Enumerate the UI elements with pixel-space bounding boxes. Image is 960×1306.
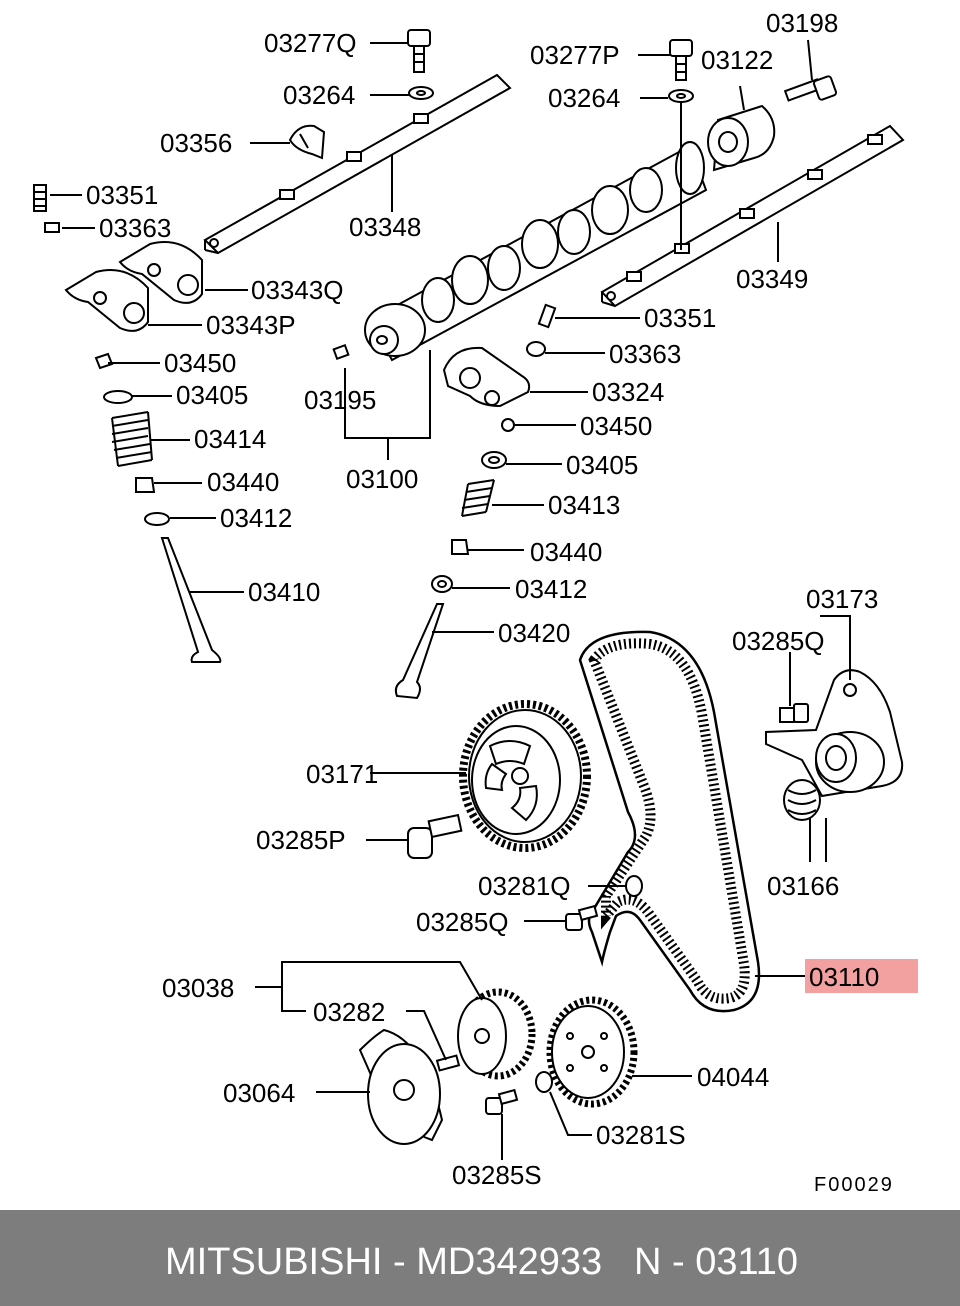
- label-03264-right: 03264: [548, 83, 620, 113]
- footer-ref: N - 03110: [634, 1241, 799, 1283]
- label-03356: 03356: [160, 128, 232, 158]
- rocker-arm-03324: [442, 346, 531, 408]
- spring-03414: [111, 411, 153, 467]
- key-03282: [435, 1054, 461, 1072]
- label-03348: 03348: [349, 212, 421, 242]
- label-03282: 03282: [313, 997, 385, 1027]
- label-03450-right: 03450: [580, 411, 652, 441]
- label-03166: 03166: [767, 871, 839, 901]
- crank-sprocket-03038: [457, 988, 536, 1080]
- bolt-03277P: [669, 39, 693, 81]
- label-03195: 03195: [304, 385, 376, 415]
- label-03343P: 03343P: [206, 310, 296, 340]
- washer-03281S: [535, 1071, 553, 1093]
- label-03285Q-lower: 03285Q: [416, 907, 509, 937]
- label-03100: 03100: [346, 464, 418, 494]
- figure-code: F00029: [814, 1174, 894, 1196]
- highlight-box: [805, 959, 918, 993]
- label-03363-left: 03363: [99, 213, 171, 243]
- label-03405-left: 03405: [176, 380, 248, 410]
- screw-03351-left: [33, 184, 47, 212]
- rocker-shaft-left: [203, 73, 512, 255]
- leader-lines: [50, 39, 851, 1160]
- sprocket-03171: [459, 700, 591, 852]
- label-03064: 03064: [223, 1078, 295, 1108]
- spring-03413: [461, 479, 495, 517]
- label-03277Q-left: 03277Q: [264, 28, 357, 58]
- label-03440-left: 03440: [207, 467, 279, 497]
- label-03412-left: 03412: [220, 503, 292, 533]
- washer-03281Q: [625, 875, 643, 897]
- clip-03356: [288, 124, 326, 160]
- plate-03064: [358, 1028, 444, 1145]
- label-03110: 03110: [809, 962, 879, 992]
- valve-03410: [160, 537, 222, 663]
- label-03351-right: 03351: [644, 303, 716, 333]
- label-03412-right: 03412: [515, 574, 587, 604]
- bolt-03277Q-left: [407, 29, 431, 73]
- seat-03412-left: [144, 512, 170, 526]
- timing-belt-03110: [578, 630, 761, 1013]
- footer-brand-part: MITSUBISHI - MD342933: [165, 1241, 603, 1283]
- rocker-arm-03343P: [64, 269, 149, 332]
- dowel-pin-03195: [332, 343, 350, 361]
- label-03440-right: 03440: [530, 537, 602, 567]
- label-03285S: 03285S: [452, 1160, 542, 1190]
- seal-03440-left: [135, 477, 156, 493]
- label-03410: 03410: [248, 577, 320, 607]
- label-03324: 03324: [592, 377, 664, 407]
- screw-03351-right: [537, 303, 557, 329]
- label-03351-left: 03351: [86, 180, 158, 210]
- label-03264-left: 03264: [283, 80, 355, 110]
- label-03285P: 03285P: [256, 825, 346, 855]
- label-03414: 03414: [194, 424, 266, 454]
- label-03363-right: 03363: [609, 339, 681, 369]
- bolt-03285P: [407, 813, 463, 859]
- bolt-03285Q-lower: [565, 904, 599, 931]
- label-03343Q: 03343Q: [251, 275, 344, 305]
- nut-03363-left: [44, 222, 60, 233]
- rocker-arm-03343Q: [118, 241, 203, 304]
- seal-03440-right: [451, 539, 470, 555]
- adjuster-03450-right: [501, 418, 515, 432]
- label-03173: 03173: [806, 584, 878, 614]
- retainer-03405-left: [103, 390, 133, 404]
- label-03171: 03171: [306, 759, 378, 789]
- spring-03166: [783, 779, 821, 821]
- footer-bar: MITSUBISHI - MD342933 N - 03110: [0, 1210, 960, 1306]
- thrust-plate-03122: [707, 104, 776, 172]
- pulley-04044: [546, 996, 638, 1108]
- bolt-03198: [783, 75, 838, 102]
- label-03038: 03038: [162, 973, 234, 1003]
- label-03413: 03413: [548, 490, 620, 520]
- valve-03420: [394, 603, 445, 700]
- label-03450-left: 03450: [164, 348, 236, 378]
- parts-diagram: 03277Q 03264 03356 03351 03363 03348 033…: [33, 8, 918, 1196]
- label-03277P: 03277P: [530, 40, 620, 70]
- label-03349: 03349: [736, 264, 808, 294]
- label-03281Q: 03281Q: [478, 871, 571, 901]
- label-03285Q-upper: 03285Q: [732, 626, 825, 656]
- label-03405-right: 03405: [566, 450, 638, 480]
- label-03281S: 03281S: [596, 1120, 686, 1150]
- bolt-03285S: [485, 1088, 519, 1115]
- label-03420: 03420: [498, 618, 570, 648]
- adjuster-03450-left: [94, 352, 114, 370]
- tensioner-03173: [765, 669, 904, 798]
- label-03198: 03198: [766, 8, 838, 38]
- label-04044: 04044: [697, 1062, 769, 1092]
- bolt-03285Q-upper: [779, 703, 809, 723]
- nut-03363-right: [526, 341, 546, 357]
- label-03122: 03122: [701, 45, 773, 75]
- camshaft-03100: [364, 141, 708, 362]
